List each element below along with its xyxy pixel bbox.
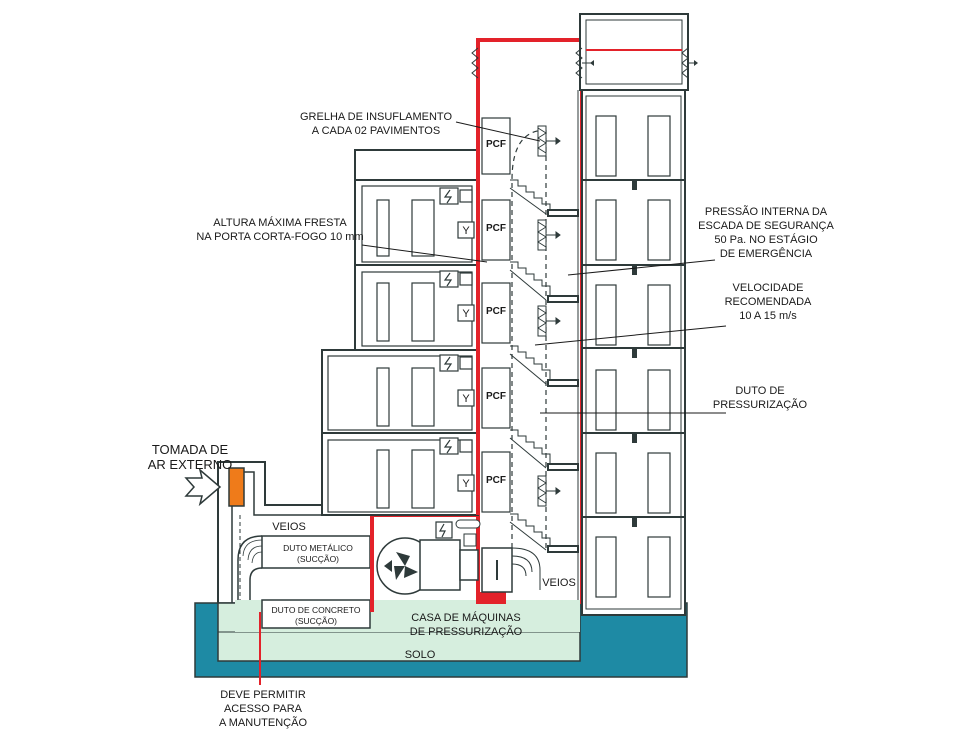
left-windows <box>376 199 435 509</box>
svg-text:Y: Y <box>462 225 470 237</box>
panel-group <box>439 187 475 492</box>
grille-zigzags <box>537 127 547 504</box>
hydrant-icons: Y Y Y Y <box>462 225 470 490</box>
svg-text:PRESSURIZAÇÃO: PRESSURIZAÇÃO <box>713 398 808 411</box>
concrete-duct <box>261 599 371 629</box>
concrete-duct-label: DUTO DE CONCRETO (SUCÇÃO) <box>272 605 361 626</box>
pcf-door-4: PCF <box>486 391 506 402</box>
gap-label: ALTURA MÁXIMA FRESTA NA PORTA CORTA-FOGO… <box>196 216 363 243</box>
svg-text:DEVE PERMITIR: DEVE PERMITIR <box>220 689 306 701</box>
svg-text:ESCADA DE SEGURANÇA: ESCADA DE SEGURANÇA <box>698 220 834 232</box>
svg-text:(SUCÇÃO): (SUCÇÃO) <box>295 616 337 626</box>
svg-text:NA PORTA CORTA-FOGO 10 mm: NA PORTA CORTA-FOGO 10 mm <box>196 231 363 243</box>
intake-label: TOMADA DE AR EXTERNO <box>148 442 233 472</box>
duct-label: DUTO DE PRESSURIZAÇÃO <box>713 385 808 411</box>
pressure-label: PRESSÃO INTERNA DA ESCADA DE SEGURANÇA 5… <box>698 205 834 260</box>
veios-right-vanes <box>511 547 541 590</box>
veios-left-label: VEIOS <box>272 521 306 533</box>
svg-text:10 A 15 m/s: 10 A 15 m/s <box>739 310 797 322</box>
svg-text:CASA DE MÁQUINAS: CASA DE MÁQUINAS <box>411 611 520 624</box>
roof-vents <box>471 47 689 79</box>
svg-text:DE PRESSURIZAÇÃO: DE PRESSURIZAÇÃO <box>410 625 523 638</box>
right-building-inner <box>585 95 682 610</box>
fan-outlet <box>459 549 479 581</box>
svg-text:A CADA 02 PAVIMENTOS: A CADA 02 PAVIMENTOS <box>312 125 440 137</box>
lightning-icons <box>443 189 453 454</box>
right-floor-markers <box>632 180 637 527</box>
pcf-frames <box>481 117 511 513</box>
airflow-arrow-icon <box>384 560 392 572</box>
svg-text:50 Pa. NO ESTÁGIO: 50 Pa. NO ESTÁGIO <box>714 233 818 246</box>
metal-duct-label: DUTO METÁLICO (SUCÇÃO) <box>283 543 353 564</box>
fan-icon <box>394 552 418 580</box>
pipe-small <box>455 519 481 529</box>
landings <box>547 209 579 553</box>
pressurization-duct-dashed <box>511 129 547 548</box>
svg-text:DUTO DE: DUTO DE <box>735 385 784 397</box>
veios-left-vanes <box>242 539 263 564</box>
svg-text:RECOMENDADA: RECOMENDADA <box>725 296 812 308</box>
svg-text:Y: Y <box>462 393 470 405</box>
stair-flights <box>509 179 578 551</box>
access-label: DEVE PERMITIR ACESSO PARA A MANUTENÇÃO <box>219 689 307 729</box>
external-air-intake <box>228 467 245 507</box>
pcf-door-3: PCF <box>486 306 506 317</box>
right-building-roof-inner <box>585 19 683 85</box>
electric-panel-bottom <box>435 521 453 539</box>
svg-text:ALTURA MÁXIMA FRESTA: ALTURA MÁXIMA FRESTA <box>213 216 347 229</box>
svg-text:TOMADA DE: TOMADA DE <box>152 442 229 457</box>
intake-wall-inner <box>231 471 322 603</box>
svg-text:A MANUTENÇÃO: A MANUTENÇÃO <box>219 716 307 729</box>
svg-text:Y: Y <box>462 308 470 320</box>
grille-arrows <box>546 137 561 495</box>
grille-label: GRELHA DE INSUFLAMENTO A CADA 02 PAVIMEN… <box>300 111 452 137</box>
pcf-door-1: PCF <box>486 139 506 150</box>
pcf-door-2: PCF <box>486 223 506 234</box>
svg-text:(SUCÇÃO): (SUCÇÃO) <box>297 554 339 564</box>
external-air-arrow-icon <box>184 467 222 507</box>
svg-text:VELOCIDADE: VELOCIDADE <box>733 282 804 294</box>
damper-small <box>463 533 477 547</box>
leader-lines <box>361 121 727 414</box>
metal-duct-elbow <box>237 535 263 600</box>
fan-body <box>419 539 461 591</box>
svg-text:DUTO DE CONCRETO: DUTO DE CONCRETO <box>272 605 361 615</box>
pcf-door-5: PCF <box>486 475 506 486</box>
veios-right-label: VEIOS <box>542 577 576 589</box>
svg-text:ACESSO PARA: ACESSO PARA <box>224 703 303 715</box>
soil-label: SOLO <box>405 649 436 661</box>
machine-room-label: CASA DE MÁQUINAS DE PRESSURIZAÇÃO <box>410 611 523 638</box>
right-windows <box>595 115 671 598</box>
lightning-icon-bottom <box>438 523 446 538</box>
svg-text:GRELHA DE INSUFLAMENTO: GRELHA DE INSUFLAMENTO <box>300 111 452 123</box>
svg-text:PRESSÃO INTERNA DA: PRESSÃO INTERNA DA <box>705 205 828 218</box>
velocity-label: VELOCIDADE RECOMENDADA 10 A 15 m/s <box>725 282 812 322</box>
svg-text:DUTO METÁLICO: DUTO METÁLICO <box>283 543 353 553</box>
red-base <box>478 592 506 604</box>
svg-text:AR EXTERNO: AR EXTERNO <box>148 457 233 472</box>
svg-text:DE EMERGÊNCIA: DE EMERGÊNCIA <box>720 247 813 260</box>
svg-text:Y: Y <box>462 478 470 490</box>
pcf-labels: PCF PCF PCF PCF PCF <box>486 139 506 486</box>
left-building-floors <box>322 179 478 516</box>
roof-arrows <box>582 60 698 66</box>
